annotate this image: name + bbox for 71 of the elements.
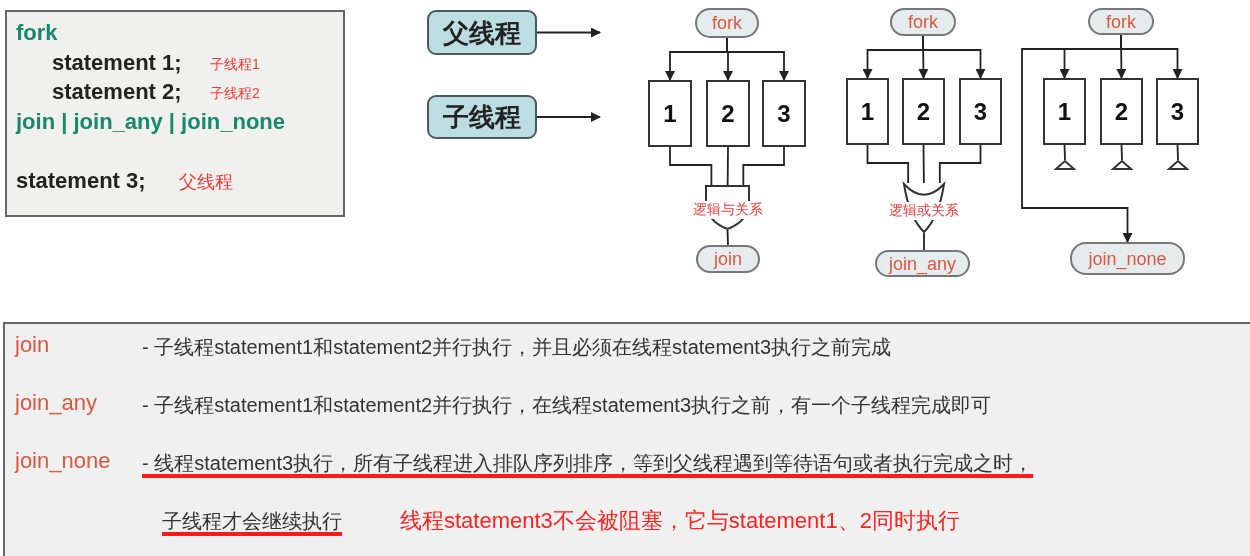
thread-number: 3 [777, 99, 791, 128]
connector-line [1063, 144, 1066, 161]
connector-line [1176, 144, 1179, 161]
code-line: statement 1; [52, 50, 182, 76]
code-line: statement 3; [16, 168, 146, 194]
connector-line [1120, 144, 1123, 161]
terminal-label: join_none [1088, 248, 1167, 269]
keyword: join_none [15, 448, 111, 474]
terminal-pill [695, 8, 759, 38]
thread-number: 1 [860, 97, 875, 126]
label-box [427, 10, 537, 55]
thread-box [959, 78, 1002, 145]
thread-box [706, 80, 750, 147]
thread-box [762, 80, 806, 147]
arrow [536, 112, 601, 122]
connector-line [921, 232, 925, 252]
terminal-label: fork [908, 11, 938, 33]
description-text: - 子线程statement1和statement2并行执行，并且必须在线程statement3执行之前完成 [142, 335, 892, 360]
thread-box [1043, 78, 1086, 145]
keyword: join [15, 332, 50, 358]
connector-line [742, 146, 785, 186]
code-keyword: join | join_any | join_none [16, 109, 285, 135]
thread-number: 1 [1057, 97, 1072, 126]
gate-label: 逻辑或关系 [888, 201, 960, 220]
triangle-terminator [1055, 160, 1075, 170]
description-text: - 线程statement3执行，所有子线程进入排队序列排序，等到父线程遇到等待语句或者执行完成之时， [142, 451, 1034, 476]
arrow [536, 27, 601, 38]
annotation-note: 线程statement3不会被阻塞，它与statement1、2同时执行 [400, 507, 960, 535]
thread-number: 2 [916, 97, 931, 126]
arrow [922, 35, 986, 79]
connector-line [726, 229, 729, 246]
description-text: 子线程才会继续执行 [162, 509, 342, 534]
connector-line [938, 144, 982, 184]
thread-number: 1 [663, 99, 677, 128]
connector-line [866, 144, 910, 184]
connector-line [922, 144, 925, 184]
thread-number: 3 [973, 97, 988, 126]
terminal-label: join_any [888, 253, 957, 274]
terminal-pill [890, 8, 956, 36]
annotation: 父线程 [179, 171, 233, 194]
code-keyword: fork [16, 20, 58, 46]
keyword: join_any [15, 390, 97, 416]
annotation: 子线程2 [210, 85, 260, 103]
label-text: 子线程 [443, 100, 521, 134]
label-text: 父线程 [443, 16, 521, 49]
thread-box [1156, 78, 1199, 145]
terminal-pill [875, 250, 970, 277]
triangle-terminator [1168, 160, 1188, 170]
thread-number: 3 [1170, 97, 1185, 126]
connector-line [669, 146, 713, 186]
thread-box [648, 80, 692, 147]
label-box [427, 95, 537, 139]
description-text: - 子线程statement1和statement2并行执行，在线程statement3执行之前，有一个子线程完成即可 [142, 393, 992, 418]
triangle-terminator [1112, 160, 1132, 170]
code-line: statement 2; [52, 79, 182, 105]
thread-box [1100, 78, 1143, 145]
code-panel [5, 10, 345, 217]
thread-box [846, 78, 889, 145]
terminal-label: fork [712, 12, 742, 34]
description-panel [3, 322, 1250, 556]
terminal-label: fork [1106, 11, 1136, 32]
terminal-pill [1070, 242, 1185, 275]
thread-box [902, 78, 945, 145]
gate-label: 逻辑与关系 [691, 200, 764, 219]
connector-line [726, 146, 729, 186]
annotation: 子线程1 [210, 56, 260, 74]
terminal-label: join [714, 248, 742, 270]
terminal-pill [1088, 8, 1154, 35]
thread-number: 2 [1114, 97, 1129, 126]
thread-number: 2 [721, 99, 735, 128]
terminal-pill [696, 245, 760, 273]
